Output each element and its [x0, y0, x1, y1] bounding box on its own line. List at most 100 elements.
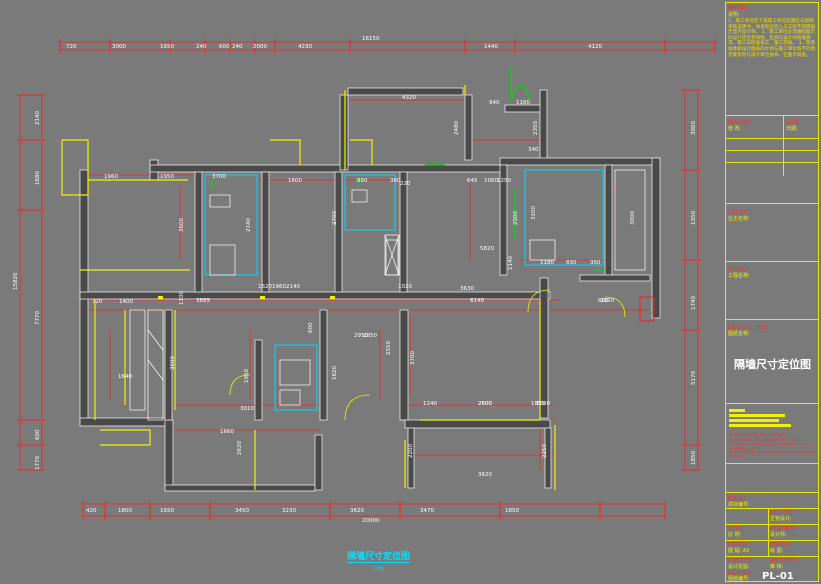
room-dim-label: 1960	[272, 284, 286, 290]
right-dim-label: 1850	[691, 451, 697, 465]
right-dim-label: 1350	[691, 211, 697, 225]
room-dim-label: 1250	[497, 178, 511, 184]
room-dim-label: 1240	[423, 401, 437, 407]
drawn-label-cn: 绘 图:	[770, 548, 784, 554]
room-dim-label: 2140	[286, 284, 300, 290]
right-dim-label: 3000	[691, 121, 697, 135]
room-dim-label: 2700	[332, 211, 338, 225]
equipment-box	[639, 296, 655, 322]
revised-label-cn: 修 改:	[728, 126, 742, 132]
yellow-markers	[158, 296, 335, 299]
room-dim-label: 3010	[240, 406, 254, 412]
room-dim-label: 1600	[288, 178, 302, 184]
room-dim-label: 6140	[470, 298, 484, 304]
client-row: CLIENT 业主名称:	[726, 203, 818, 263]
bottom-dim-label: 3620	[350, 508, 364, 514]
room-dim-label: 380	[390, 178, 401, 184]
bottom-total-dim: 20000	[362, 518, 380, 524]
room-dim-label: 4320	[402, 95, 416, 101]
room-dim-label: 1020	[398, 284, 412, 290]
room-dim-label: 2850	[363, 333, 377, 339]
designer-label-en: DESIGNER	[770, 526, 796, 532]
room-dim-label: 1160	[516, 100, 530, 106]
scale-label-en: SCALE	[728, 526, 745, 532]
drawn-label-en: DRAWN	[770, 542, 789, 548]
room-dim-label: 3700	[410, 351, 416, 365]
date-label-cn: 日期:	[786, 126, 798, 132]
title-block: NOTES: 说明: 1、施工单位在下道施工单位前期应与图则审核说明书，如发现任…	[725, 2, 819, 582]
room-dim-label: 1100	[179, 291, 185, 305]
warning-line-2: The architect will and design not share …	[729, 438, 809, 451]
room-dim-label: 1620	[258, 284, 272, 290]
room-dim-label: 600	[598, 298, 609, 304]
plan-title: 隔墙尺寸定位图	[347, 549, 411, 563]
warning-line-3: The dimension must be reported immediate…	[729, 450, 817, 459]
room-dim-label: 1960	[104, 174, 118, 180]
room-dim-label: 2350	[533, 121, 539, 135]
drawing-title-label-en: DRAWING TITLE	[728, 325, 768, 331]
room-dim-label: 2480	[454, 121, 460, 135]
room-dim-label: 645	[467, 178, 478, 184]
scale-label-cn: 比 例:	[728, 532, 742, 538]
room-dim-label: 2250	[542, 444, 548, 458]
room-dim-label: 720	[92, 299, 103, 305]
dwg-no-label-en: DWG NO.	[728, 571, 752, 577]
chief-label-cn: 主管设计:	[770, 516, 792, 522]
top-dim-label: 720	[66, 44, 77, 50]
room-dim-label: 1950	[160, 174, 174, 180]
room-dim-label: 3600	[170, 356, 176, 370]
top-dim-label: 4230	[298, 44, 312, 50]
client-label-cn: 业主名称:	[728, 216, 750, 222]
notes-text: 1、施工单位在下道施工单位前期应与图则审核说明书，如发现任何入与实际不同需报告室…	[728, 19, 816, 58]
room-dim-label: 3700	[212, 174, 226, 180]
room-dim-label: 1640	[118, 374, 132, 380]
room-dim-label: 1180	[540, 260, 554, 266]
revised-row: REVISED 修 改: DATE 日期:	[726, 115, 818, 176]
room-dim-label: 3600	[179, 218, 185, 232]
room-dim-label: 940	[489, 100, 500, 106]
room-dim-label: 2600	[478, 401, 492, 407]
room-dim-label: 1060	[484, 178, 498, 184]
drawing-title: 隔墙尺寸定位图	[734, 358, 811, 371]
dimension-lines	[19, 41, 715, 517]
room-dim-label: 850	[357, 178, 368, 184]
job-no-label-cn: 项目编号:	[728, 502, 750, 508]
left-dim-label: 7770	[35, 311, 41, 325]
papsize-label-en: PAPSIZE	[728, 542, 749, 548]
left-dim-label: 1770	[35, 456, 41, 470]
info-grid: JOB NO. 项目编号: P.E.CHIEF 主管设计: SCALE 比 例:…	[726, 463, 818, 582]
room-dim-label: 340	[528, 147, 539, 153]
dimension-ticks	[17, 39, 716, 519]
drawing-title-row: DRAWING TITLE 图纸名称: 隔墙尺寸定位图	[726, 319, 818, 403]
project-row: PROJECT 工程名称:	[726, 261, 818, 319]
plan-scale: 1:65	[373, 566, 385, 572]
warning-line-1: Note: drawing, for copyright	[729, 432, 786, 437]
bottom-dim-label: 3230	[282, 508, 296, 514]
top-dim-label: 1440	[484, 44, 498, 50]
left-dim-label: 2140	[35, 111, 41, 125]
checked-label-cn: 设计总监:	[728, 564, 750, 570]
sheet-number: PL-01	[762, 571, 794, 582]
left-dim-label: 1680	[35, 171, 41, 185]
room-dim-label: 2140	[246, 218, 252, 232]
notes-label: 说明:	[728, 12, 740, 18]
room-dim-label: 1960	[244, 369, 250, 383]
checked-label-en: CHECKED	[728, 558, 753, 564]
room-dim-label: 830	[566, 260, 577, 266]
room-dim-label: 220	[400, 181, 411, 187]
top-dim-label: 600	[219, 44, 230, 50]
wall-outline	[79, 87, 661, 492]
room-dim-label: 5820	[480, 246, 494, 252]
room-dim-label: 1620	[332, 366, 338, 380]
date-label-en: DATE	[786, 120, 800, 126]
project-label-cn: 工程名称:	[728, 273, 750, 279]
top-dim-label: 3000	[112, 44, 126, 50]
right-dim-label: 5170	[691, 371, 697, 385]
bottom-dim-label: 1800	[118, 508, 132, 514]
top-dim-label: 2000	[253, 44, 267, 50]
job-no-label-en: JOB NO.	[728, 496, 748, 502]
top-dim-label: 4120	[588, 44, 602, 50]
approved-label-cn: 审 核:	[770, 564, 784, 570]
warning-row: Note: drawing, for copyright The archite…	[726, 403, 818, 461]
bottom-dim-label: 420	[86, 508, 97, 514]
